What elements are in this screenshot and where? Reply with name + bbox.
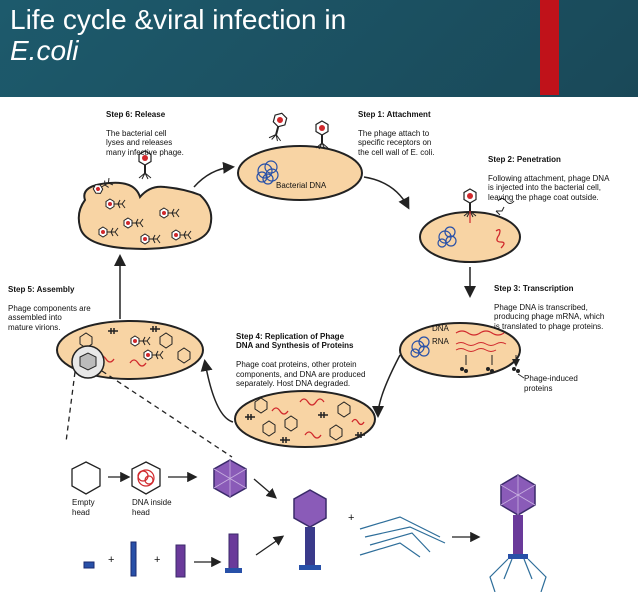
cell-release [77,150,213,251]
empty-head-label: Empty head [72,498,95,517]
phage-proteins-label: Phage-induced proteins [524,374,578,393]
bacterial-dna-label: Bacterial DNA [276,181,327,190]
step-assembly-heading: Step 5: Assembly [8,284,75,294]
plus-sign-2: + [154,554,161,566]
step-replication-heading: Step 4: Replication of Phage DNA and Syn… [236,331,354,351]
step-transcription-heading: Step 3: Transcription [494,283,574,293]
life-cycle-diagram [56,110,547,592]
step-assembly-label: Step 5: Assembly Phage components are as… [8,275,91,342]
cell-transcription [399,322,525,379]
cell-attachment [237,110,363,201]
rna-label: RNA [432,337,449,346]
cycle-arrows [114,161,476,423]
step-transcription-label: Step 3: Transcription Phage DNA is trans… [494,274,604,341]
step-penetration-text: Following attachment, phage DNA is injec… [488,173,610,202]
dna-label: DNA [432,324,449,333]
step-replication-text: Phage coat proteins, other protein compo… [236,360,366,388]
step-release-heading: Step 6: Release [106,109,166,119]
title-line-2: E.coli [10,35,79,66]
plus-sign-1: + [108,554,115,566]
plus-sign-fibers: + [348,512,355,524]
step-penetration-label: Step 2: Penetration Following attachment… [488,145,609,212]
slide-title: Life cycle &viral infection in E.coli [10,4,346,66]
diagram-panel: Step 6: Release The bacterial cell lyses… [0,97,638,592]
assembly-sequence [71,459,547,592]
step-assembly-text: Phage components are assembled into matu… [8,303,91,332]
accent-bar [540,0,559,95]
step-attachment-heading: Step 1: Attachment [358,109,431,119]
cell-replication [234,390,376,448]
step-release-text: The bacterial cell lyses and releases ma… [106,128,184,157]
cell-assembly [56,320,204,380]
title-line-1: Life cycle &viral infection in [10,4,347,35]
step-transcription-text: Phage DNA is transcribed, producing phag… [494,302,605,331]
cell-penetration [419,188,521,263]
bacterial-dna-coil [256,160,279,185]
step-replication-label: Step 4: Replication of Phage DNA and Syn… [236,322,365,398]
dna-inside-head-label: DNA inside head [132,498,172,517]
step-release-label: Step 6: Release The bacterial cell lyses… [106,100,184,167]
step-attachment-text: The phage attach to specific receptors o… [358,128,435,157]
step-penetration-heading: Step 2: Penetration [488,154,561,164]
step-attachment-label: Step 1: Attachment The phage attach to s… [358,100,434,167]
zoom-lines [65,370,233,458]
